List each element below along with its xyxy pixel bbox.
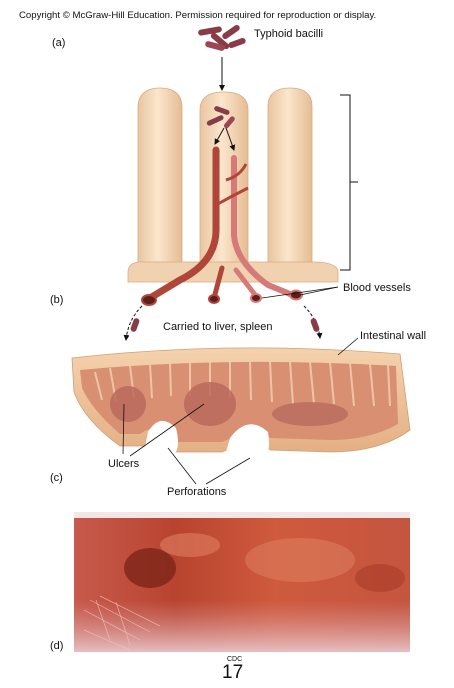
specimen-photo [74,512,410,652]
blood-vessels-pointers [261,286,339,299]
label-intestinal-wall: Intestinal wall [360,330,427,342]
bacilli-in-villus [206,106,235,129]
blood-vessel-network [141,146,303,306]
photo-credit: CDC [227,656,243,663]
label-typhoid-bacilli: Typhoid bacilli [254,28,324,40]
panel-label-b: (b) [50,294,64,306]
copyright-notice: Copyright © McGraw-Hill Education. Permi… [19,10,377,21]
label-blood-vessels: Blood vessels [343,282,411,294]
label-perforations: Perforations [167,486,227,498]
intestinal-wall-section [71,347,411,453]
bacilli-cluster [198,24,246,51]
label-carried-to-liver-spleen: Carried to liver, spleen [163,321,273,333]
panel-label-d: (d) [50,640,64,652]
panel-label-a: (a) [52,37,66,49]
wall-pointers [122,337,359,485]
label-ulcers: Ulcers [108,458,140,470]
villi-bracket [340,94,358,271]
panel-label-c: (c) [50,472,63,484]
carried-arrows [123,305,323,341]
bacilli-on-arrows [130,318,320,332]
slide-number: 17 [222,662,244,683]
